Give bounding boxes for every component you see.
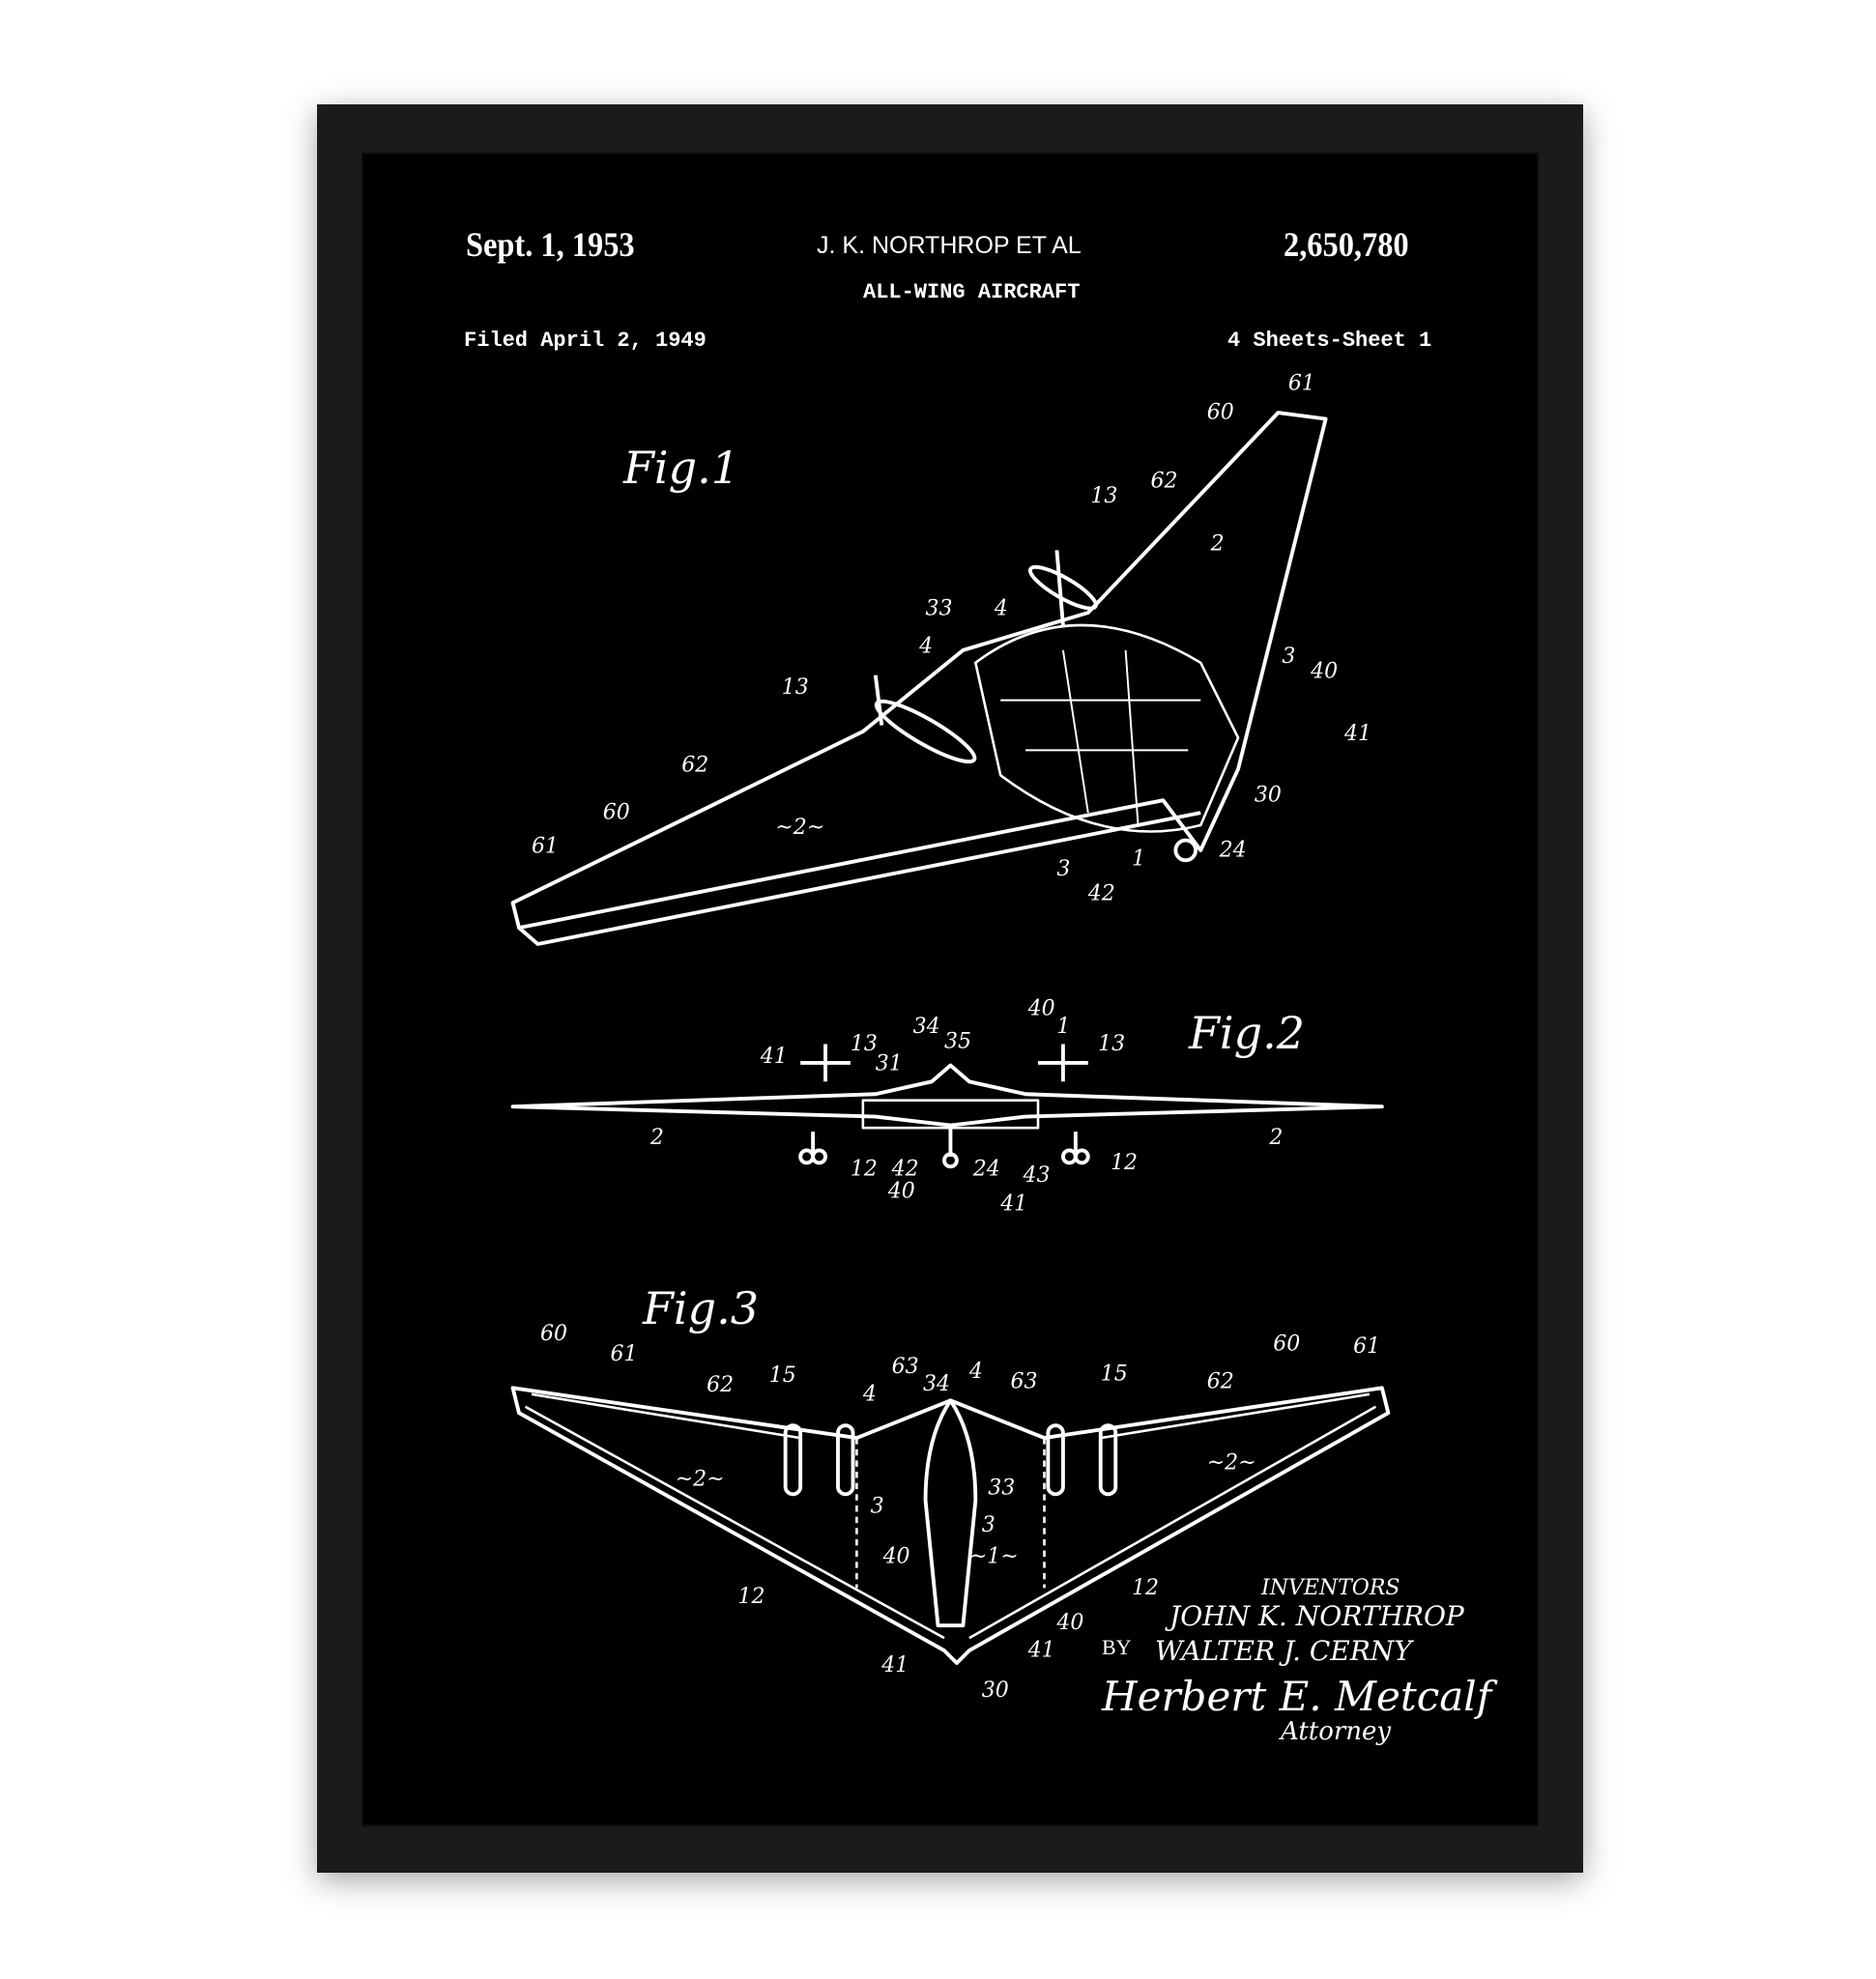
fig2-reference-numeral: 12: [1111, 1151, 1138, 1175]
fig3-reference-numeral: 30: [982, 1678, 1009, 1703]
fig2-reference-numeral: 40: [1027, 997, 1055, 1021]
inventor-2-name: WALTER J. CERNY: [1155, 1635, 1414, 1667]
fig3-reference-numeral: 40: [1055, 1611, 1083, 1635]
fig3-reference-numeral: 62: [1207, 1369, 1234, 1393]
patent-number: 2,650,780: [1284, 225, 1409, 264]
patent-title: ALL-WING AIRCRAFT: [863, 280, 1081, 304]
fig3-reference-numeral: 41: [1027, 1639, 1055, 1663]
fig3-reference-numeral: 61: [610, 1342, 637, 1366]
inventor-1-name: JOHN K. NORTHROP: [1165, 1600, 1465, 1632]
fig1-reference-numeral: 62: [681, 753, 708, 777]
fig3-reference-numeral: 3: [871, 1495, 884, 1519]
fig2-reference-numeral: 34: [913, 1015, 940, 1039]
fig1-reference-numeral: 62: [1150, 470, 1177, 494]
fig1-reference-numeral: 4: [918, 634, 933, 658]
fig1-reference-numeral: 60: [603, 801, 630, 825]
fig2-reference-numeral: 2: [649, 1126, 664, 1150]
fig1-reference-numeral: 1: [1132, 846, 1145, 871]
fig3-reference-numeral: 40: [882, 1545, 910, 1569]
fig1-reference-numeral: 3: [1282, 645, 1295, 669]
sheet-count: 4 Sheets-Sheet 1: [1227, 329, 1432, 353]
fig1-reference-numeral: 3: [1056, 857, 1070, 881]
fig2-reference-numeral: 24: [972, 1157, 1000, 1181]
fig1-reference-numeral: 2: [1210, 531, 1225, 556]
fig3-reference-numeral: 4: [968, 1360, 983, 1384]
fig3-reference-numeral: ~2~: [676, 1467, 725, 1491]
fig3-reference-numeral: 15: [769, 1363, 796, 1388]
fig3-label: Fig.3: [642, 1282, 759, 1334]
by-label: BY: [1102, 1635, 1132, 1659]
fig1-label: Fig.1: [622, 442, 739, 494]
fig1-perspective-drawing: [510, 411, 1328, 946]
fig1-reference-numeral: 61: [532, 835, 559, 859]
fig3-reference-numeral: 34: [923, 1372, 950, 1396]
fig1-reference-numeral: 40: [1310, 659, 1338, 683]
fig2-reference-numeral: 41: [999, 1192, 1027, 1217]
fig2-reference-numeral: 41: [760, 1045, 788, 1069]
fig3-reference-numeral: 63: [1011, 1369, 1038, 1393]
fig3-reference-numeral: ~1~: [969, 1545, 1019, 1569]
fig1-reference-numeral: 42: [1087, 882, 1115, 906]
patent-print: [361, 153, 1539, 1826]
fig3-reference-numeral: 63: [892, 1355, 919, 1379]
fig2-front-view-drawing: [510, 1044, 1384, 1169]
fig3-reference-numeral: ~2~: [1207, 1450, 1256, 1475]
fig1-reference-numeral: 24: [1219, 838, 1247, 862]
fig3-reference-numeral: 15: [1101, 1362, 1128, 1387]
attorney-label: Attorney: [1279, 1717, 1391, 1746]
attorney-signature: Herbert E. Metcalf: [1101, 1673, 1498, 1720]
fig3-reference-numeral: 61: [1353, 1334, 1380, 1359]
fig1-reference-numeral: 4: [994, 597, 1008, 621]
fig1-reference-numeral: 13: [782, 675, 809, 700]
filed-date: Filed April 2, 1949: [464, 329, 707, 353]
fig1-reference-numeral: 60: [1207, 400, 1234, 424]
fig3-plan-view-drawing: [510, 1386, 1391, 1665]
fig2-reference-numeral: 13: [1098, 1032, 1125, 1056]
fig2-reference-numeral: 35: [944, 1029, 971, 1053]
fig1-reference-numeral: 61: [1288, 372, 1315, 396]
fig2-reference-numeral: 13: [851, 1032, 878, 1056]
fig2-label: Fig.2: [1188, 1007, 1305, 1059]
fig3-reference-numeral: 62: [707, 1373, 734, 1397]
inventor-line: J. K. NORTHROP ET AL: [817, 232, 1082, 259]
fig2-reference-numeral: 2: [1268, 1126, 1283, 1150]
fig2-reference-numeral: 43: [1022, 1163, 1050, 1188]
fig3-reference-numeral: 12: [737, 1585, 765, 1609]
fig1-reference-numeral: 33: [926, 597, 953, 621]
fig3-reference-numeral: 33: [988, 1476, 1015, 1500]
fig2-reference-numeral: 1: [1056, 1015, 1070, 1039]
fig3-reference-numeral: 41: [880, 1653, 909, 1678]
fig3-reference-numeral: 12: [1132, 1576, 1159, 1600]
fig2-reference-numeral: 31: [876, 1052, 903, 1076]
fig3-reference-numeral: 3: [982, 1513, 996, 1537]
fig2-reference-numeral: 42: [891, 1157, 919, 1181]
fig1-reference-numeral: 13: [1090, 484, 1117, 508]
inventors-heading: INVENTORS: [1260, 1576, 1400, 1600]
fig1-reference-numeral: ~2~: [775, 816, 824, 840]
patent-date: Sept. 1, 1953: [466, 225, 635, 264]
fig1-reference-numeral: 30: [1255, 783, 1282, 807]
fig2-reference-numeral: 40: [887, 1180, 915, 1204]
fig3-reference-numeral: 60: [540, 1322, 567, 1346]
fig3-reference-numeral: 60: [1273, 1333, 1300, 1357]
fig3-reference-numeral: 4: [862, 1382, 877, 1406]
fig2-reference-numeral: 12: [851, 1157, 878, 1181]
fig1-reference-numeral: 41: [1343, 722, 1371, 746]
